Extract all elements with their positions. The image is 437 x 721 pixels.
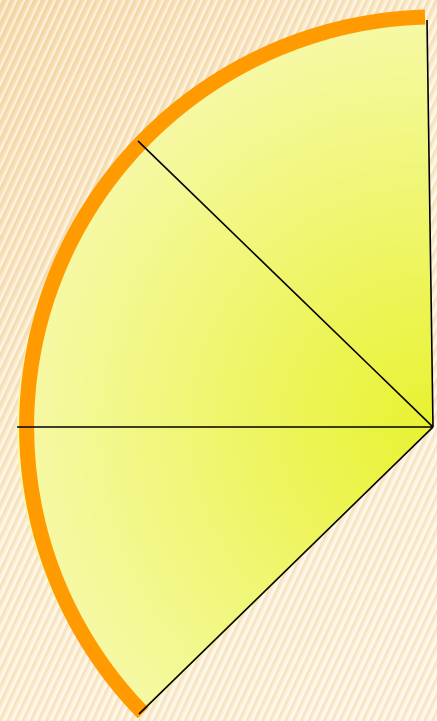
sector-figure (17, 17, 433, 714)
